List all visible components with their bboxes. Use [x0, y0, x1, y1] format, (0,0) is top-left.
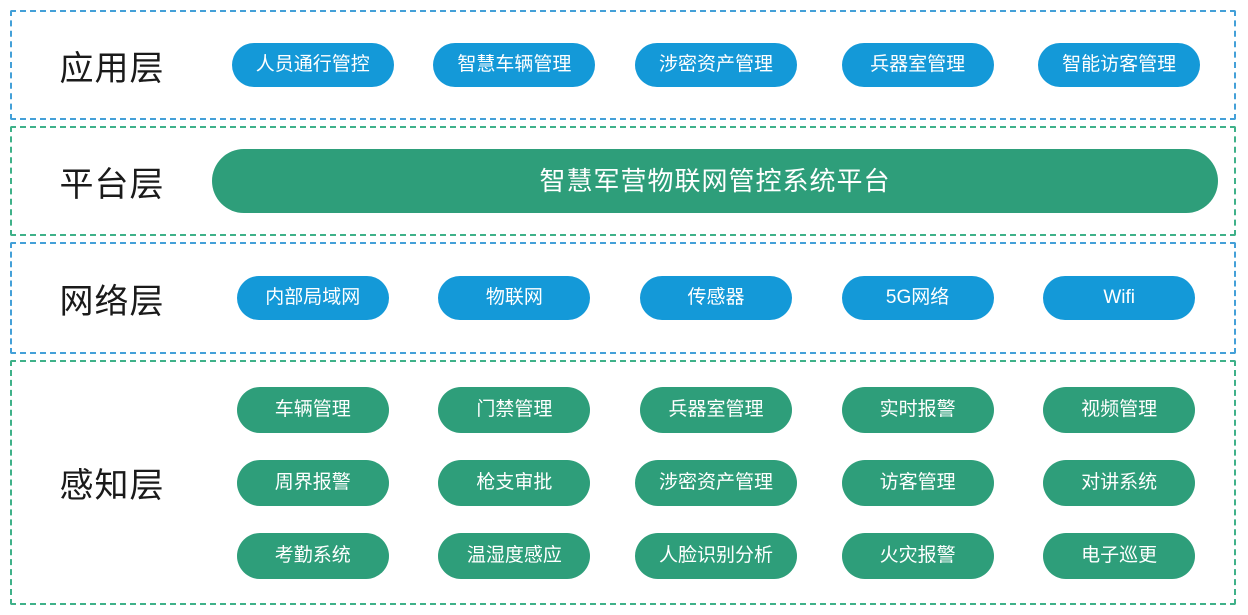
- perception-pill-temp-humidity: 温湿度感应: [438, 532, 591, 579]
- pill-cell: 5G网络: [817, 276, 1019, 320]
- perception-pill-realtime-alarm: 实时报警: [841, 386, 994, 433]
- application-pill-smart-vehicle: 智慧车辆管理: [433, 43, 596, 87]
- perception-pill-armory-mgmt: 兵器室管理: [639, 386, 792, 433]
- application-pill-smart-visitor: 智能访客管理: [1038, 43, 1201, 87]
- layer-application-content: 人员通行管控 智慧车辆管理 涉密资产管理 兵器室管理 智能访客管理: [212, 43, 1234, 87]
- perception-pill-electronic-patrol: 电子巡更: [1043, 532, 1196, 579]
- perception-pill-fire-alarm: 火灾报警: [841, 532, 994, 579]
- pill-cell: 火灾报警: [817, 532, 1019, 579]
- pill-cell: 实时报警: [817, 386, 1019, 433]
- perception-pill-visitor-mgmt: 访客管理: [841, 459, 994, 506]
- pill-cell: 对讲系统: [1018, 459, 1220, 506]
- pill-cell: 枪支审批: [414, 459, 616, 506]
- pill-cell: 涉密资产管理: [615, 43, 817, 87]
- layer-network: 网络层 内部局域网 物联网 传感器 5G网络 Wifi: [10, 242, 1236, 354]
- application-pill-personnel-access: 人员通行管控: [231, 43, 394, 87]
- pill-cell: 内部局域网: [212, 276, 414, 320]
- perception-pill-attendance: 考勤系统: [236, 532, 389, 579]
- pill-cell: 人员通行管控: [212, 43, 414, 87]
- pill-cell: 车辆管理: [212, 386, 414, 433]
- network-pill-row: 内部局域网 物联网 传感器 5G网络 Wifi: [212, 276, 1220, 320]
- perception-pill-perimeter-alarm: 周界报警: [236, 459, 389, 506]
- perception-pill-video-mgmt: 视频管理: [1043, 386, 1196, 433]
- layer-application-label: 应用层: [59, 49, 165, 88]
- perception-pill-access-control: 门禁管理: [438, 386, 591, 433]
- pill-cell: 物联网: [414, 276, 616, 320]
- perception-pill-row-2: 周界报警 枪支审批 涉密资产管理 访客管理 对讲系统: [212, 459, 1220, 506]
- layer-network-label: 网络层: [59, 282, 165, 321]
- network-pill-5g: 5G网络: [841, 276, 994, 320]
- network-pill-sensor: 传感器: [639, 276, 792, 320]
- pill-cell: 温湿度感应: [414, 532, 616, 579]
- perception-pill-vehicle-mgmt: 车辆管理: [236, 386, 389, 433]
- application-pill-classified-assets: 涉密资产管理: [634, 43, 797, 87]
- perception-pill-row-1: 车辆管理 门禁管理 兵器室管理 实时报警 视频管理: [212, 386, 1220, 433]
- pill-cell: 智慧车辆管理: [414, 43, 616, 87]
- pill-cell: Wifi: [1018, 276, 1220, 320]
- pill-cell: 涉密资产管理: [615, 459, 817, 506]
- application-pill-armory: 兵器室管理: [841, 43, 994, 87]
- pill-cell: 视频管理: [1018, 386, 1220, 433]
- pill-cell: 人脸识别分析: [615, 532, 817, 579]
- layer-platform-label: 平台层: [59, 165, 165, 204]
- layer-network-content: 内部局域网 物联网 传感器 5G网络 Wifi: [212, 276, 1234, 320]
- pill-cell: 门禁管理: [414, 386, 616, 433]
- pill-cell: 电子巡更: [1018, 532, 1220, 579]
- pill-cell: 兵器室管理: [817, 43, 1019, 87]
- pill-cell: 考勤系统: [212, 532, 414, 579]
- platform-bar: 智慧军营物联网管控系统平台: [212, 149, 1218, 213]
- layer-platform-content: 智慧军营物联网管控系统平台: [212, 149, 1234, 213]
- perception-pill-face-recognition: 人脸识别分析: [634, 532, 797, 579]
- network-pill-wifi: Wifi: [1043, 276, 1196, 320]
- network-pill-iot: 物联网: [438, 276, 591, 320]
- perception-pill-classified-assets: 涉密资产管理: [634, 459, 797, 506]
- layer-perception-content: 车辆管理 门禁管理 兵器室管理 实时报警 视频管理 周界报警 枪支审批 涉密资产…: [212, 386, 1234, 579]
- network-pill-internal-lan: 内部局域网: [236, 276, 389, 320]
- pill-cell: 传感器: [615, 276, 817, 320]
- application-pill-row: 人员通行管控 智慧车辆管理 涉密资产管理 兵器室管理 智能访客管理: [212, 43, 1220, 87]
- pill-cell: 兵器室管理: [615, 386, 817, 433]
- perception-pill-intercom: 对讲系统: [1043, 459, 1196, 506]
- pill-cell: 访客管理: [817, 459, 1019, 506]
- pill-cell: 智能访客管理: [1018, 43, 1220, 87]
- perception-pill-row-3: 考勤系统 温湿度感应 人脸识别分析 火灾报警 电子巡更: [212, 532, 1220, 579]
- layer-perception-label: 感知层: [59, 467, 165, 505]
- perception-pill-firearm-approval: 枪支审批: [438, 459, 591, 506]
- layer-application: 应用层 人员通行管控 智慧车辆管理 涉密资产管理 兵器室管理 智能访客管理: [10, 10, 1236, 120]
- layer-platform: 平台层 智慧军营物联网管控系统平台: [10, 126, 1236, 236]
- layer-perception: 感知层 车辆管理 门禁管理 兵器室管理 实时报警 视频管理 周界报警 枪支审批 …: [10, 360, 1236, 605]
- pill-cell: 周界报警: [212, 459, 414, 506]
